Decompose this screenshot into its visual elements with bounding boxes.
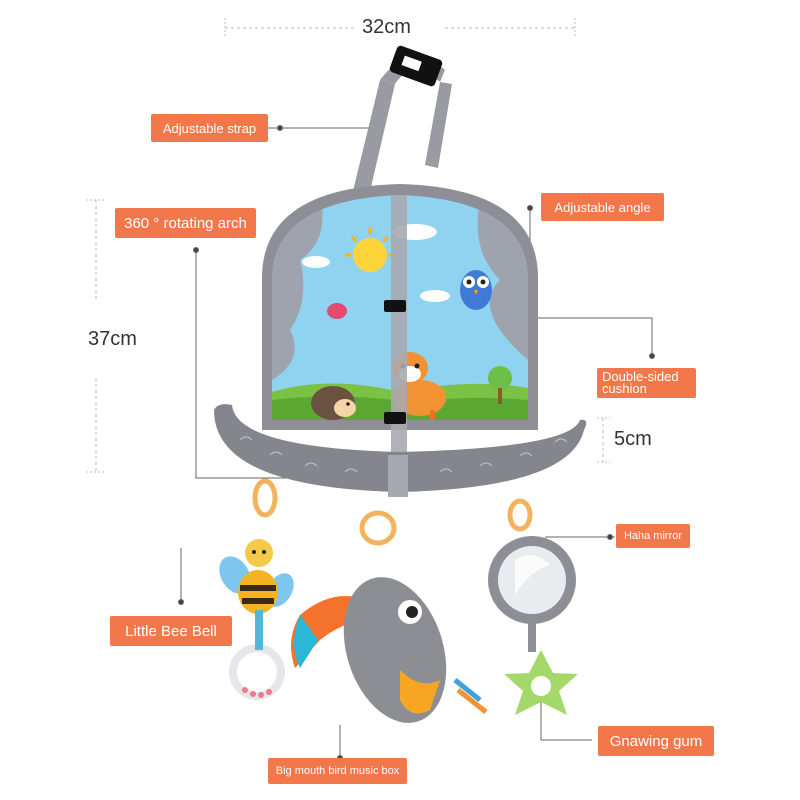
depth-dimension: 5cm xyxy=(614,428,652,450)
rotating-arch-dome xyxy=(262,184,538,457)
hanging-rings xyxy=(252,478,533,546)
adjustable-strap-label: Adjustable strap xyxy=(151,114,268,142)
toucan-toy xyxy=(291,577,488,723)
sun-icon xyxy=(353,238,387,272)
big-mouth-bird-label: Big mouth bird music box xyxy=(268,758,407,784)
adjustable-strap xyxy=(352,45,452,200)
little-bee-bell-label: Little Bee Bell xyxy=(110,616,232,646)
rotating-arch-label: 360 ° rotating arch xyxy=(115,208,256,238)
gnawing-gum-toy xyxy=(504,650,578,715)
bee-toy xyxy=(219,539,294,700)
double-sided-cushion-label: Double-sided cushion xyxy=(597,368,696,398)
hedgehog-icon xyxy=(311,386,356,420)
width-dimension: 32cm xyxy=(362,16,411,38)
leader-cushion xyxy=(510,317,653,356)
height-dimension: 37cm xyxy=(88,328,137,350)
leader-gum xyxy=(540,690,592,741)
rattle-ring xyxy=(229,644,285,700)
double-sided-cushion xyxy=(214,404,587,497)
gnawing-gum-label: Gnawing gum xyxy=(598,726,714,756)
haha-mirror-label: Haha mirror xyxy=(616,524,690,548)
haha-mirror-toy xyxy=(488,536,576,652)
bird-icon xyxy=(327,303,347,319)
adjustable-angle-label: Adjustable angle xyxy=(541,193,664,221)
owl-icon xyxy=(460,270,492,310)
